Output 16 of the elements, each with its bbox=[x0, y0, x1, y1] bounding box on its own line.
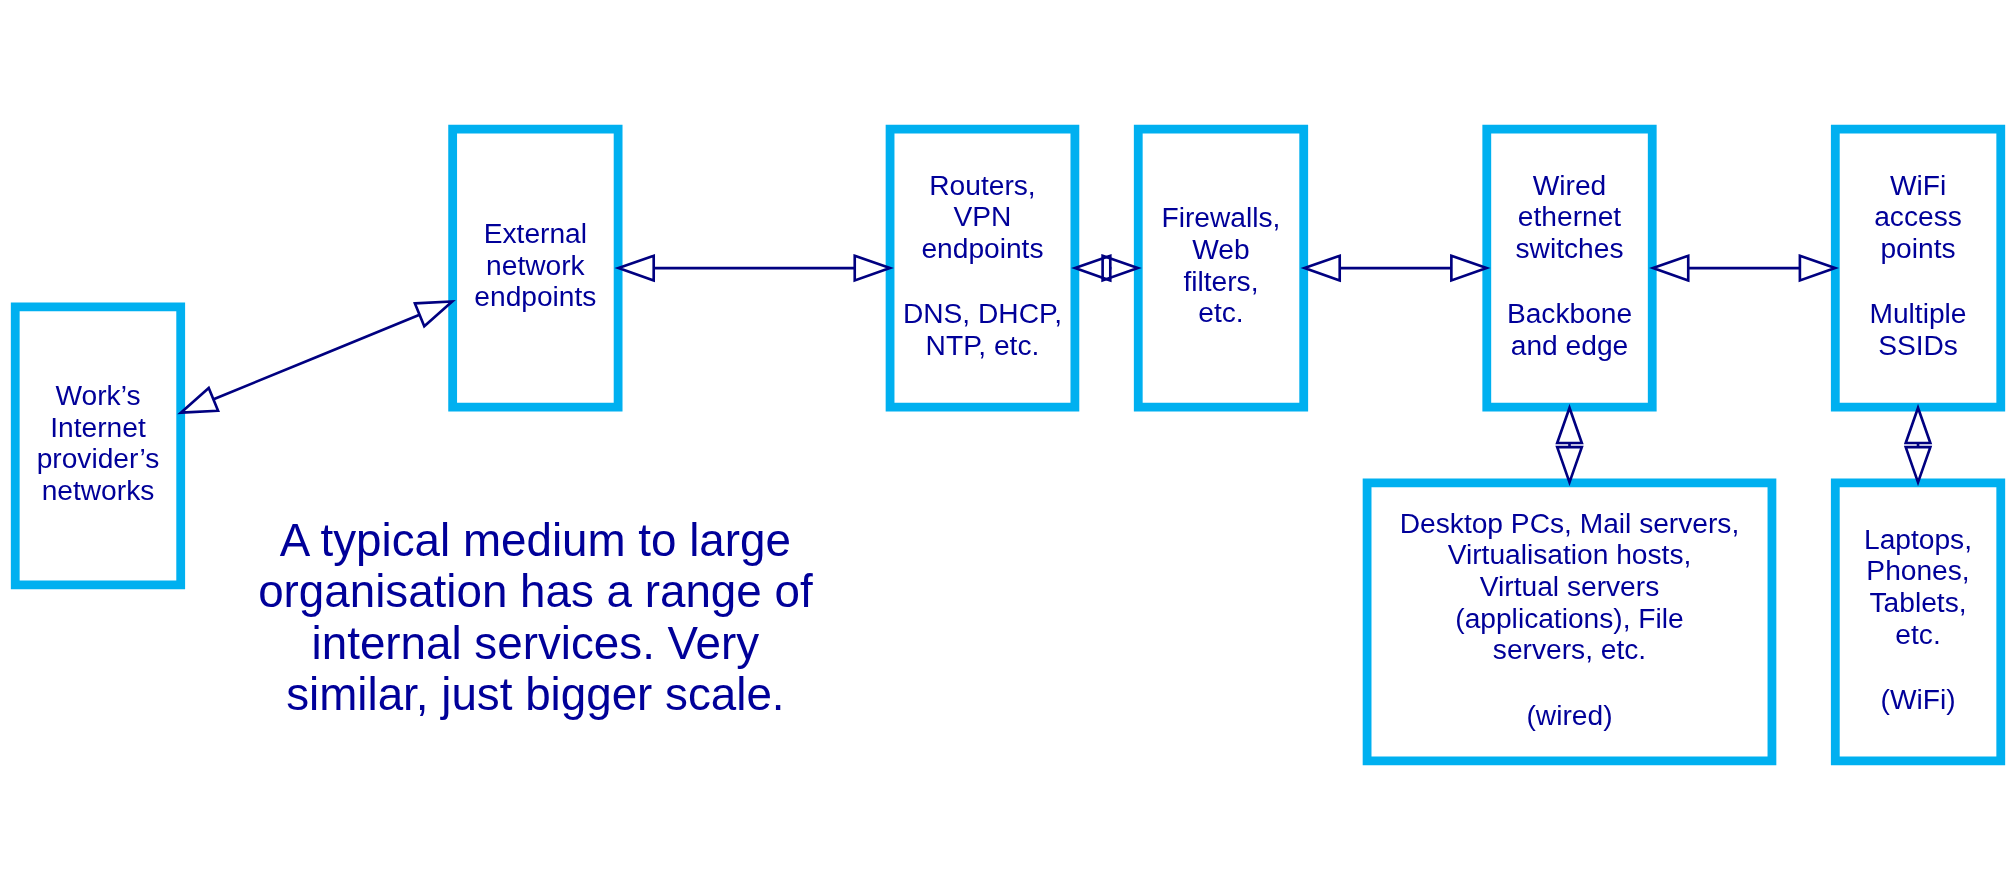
node-box: Routers, VPN endpoints DNS, DHCP, NTP, etc. bbox=[885, 124, 1080, 412]
node-box: Desktop PCs, Mail servers, Virtualisation hosts, Virtual servers (applications), File servers, etc. (wired) bbox=[1362, 478, 1777, 766]
arrow bbox=[177, 299, 456, 415]
node-box: Firewalls, Web filters, etc. bbox=[1133, 124, 1309, 412]
node-box: Work’s Internet provider’s networks bbox=[10, 302, 186, 590]
arrow bbox=[1649, 253, 1840, 283]
label: A typical medium to large organisation has a range of internal services. Very similar, just bigger scale. bbox=[258, 515, 813, 720]
arrow bbox=[614, 253, 894, 283]
arrow bbox=[1300, 253, 1491, 283]
node-box: External network endpoints bbox=[448, 124, 623, 412]
arrow bbox=[1071, 253, 1142, 283]
node-box: Wired ethernet switches Backbone and edge bbox=[1482, 124, 1657, 412]
node-box: Laptops, Phones, Tablets, etc. (WiFi) bbox=[1830, 478, 2006, 766]
arrow bbox=[1903, 403, 1933, 487]
node-box: WiFi access points Multiple SSIDs bbox=[1830, 124, 2006, 412]
arrow bbox=[1555, 403, 1584, 487]
